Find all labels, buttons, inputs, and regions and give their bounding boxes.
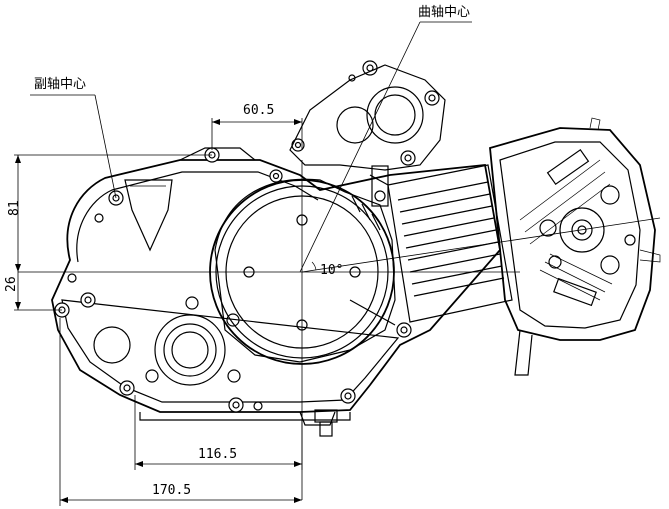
center-lines	[18, 160, 661, 500]
drain-plug	[314, 409, 338, 437]
dim-26-label: 26	[4, 276, 19, 292]
cylinder-head	[489, 117, 661, 376]
upper-cover	[289, 60, 446, 171]
cooling-fins	[397, 181, 505, 297]
angle-10-label: 10°	[320, 263, 343, 278]
dim-60-5-label: 60.5	[243, 103, 274, 118]
dim-81-label: 81	[7, 200, 22, 216]
dim-116-5-label: 116.5	[198, 447, 237, 462]
dim-170-5-label: 170.5	[152, 483, 191, 498]
bolt-heads	[54, 147, 412, 413]
crankshaft-center-label: 曲轴中心	[418, 5, 470, 20]
dimension-lines	[14, 21, 472, 506]
countershaft-center-label: 副轴中心	[34, 77, 86, 92]
crankcase-outline	[51, 147, 501, 426]
left-features	[67, 179, 263, 411]
